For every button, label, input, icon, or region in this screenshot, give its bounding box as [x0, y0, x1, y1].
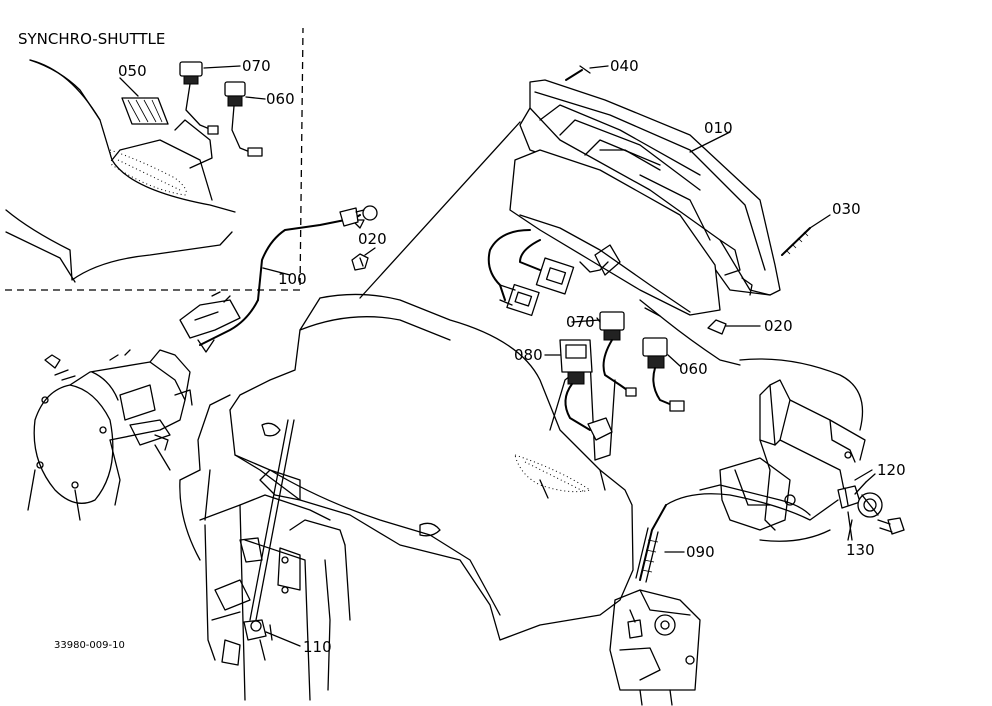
right-bracket [719, 358, 866, 531]
part-060-inset [224, 81, 263, 157]
part-060-switch [642, 337, 685, 412]
part-070-inset [179, 61, 219, 135]
leader-010 [689, 131, 731, 153]
part-040-screw [565, 65, 609, 81]
part-110-bolt [243, 419, 301, 647]
part-090-cable [635, 484, 839, 583]
callout-120: 120 [877, 461, 906, 479]
callout-020-top: 020 [358, 230, 387, 248]
callout-130: 130 [846, 541, 875, 559]
part-130-mount [847, 492, 905, 541]
motor-assembly [27, 291, 241, 521]
callout-020-right: 020 [764, 317, 793, 335]
callout-010: 010 [704, 119, 733, 137]
part-020-right-nut [707, 319, 761, 335]
leader-panel-to-cover [359, 121, 521, 299]
inset-title: SYNCHRO-SHUTTLE [18, 30, 165, 48]
dash-cover [179, 293, 634, 641]
part-080-switch [544, 339, 613, 441]
callout-080: 080 [514, 346, 543, 364]
part-020-top-nut [351, 247, 376, 271]
inset-panel: SYNCHRO-SHUTTLE [5, 27, 304, 291]
chassis-frame [199, 469, 351, 701]
leader-130 [847, 519, 853, 541]
callout-110: 110 [303, 638, 332, 656]
callout-060-inset: 060 [266, 90, 295, 108]
drawing-number: 33980-009-10 [54, 640, 125, 651]
gearbox-lower-right [609, 589, 701, 706]
callout-100: 100 [278, 270, 307, 288]
part-070-switch [596, 311, 637, 397]
part-050 [121, 97, 169, 125]
instrument-panel-010 [487, 79, 781, 366]
callout-060: 060 [679, 360, 708, 378]
leader-070 [571, 319, 601, 323]
leader-120 [854, 469, 873, 481]
callout-040: 040 [610, 57, 639, 75]
callout-070: 070 [566, 313, 595, 331]
callout-090: 090 [686, 543, 715, 561]
callout-050: 050 [118, 62, 147, 80]
part-100-cable [197, 205, 378, 353]
callout-030: 030 [832, 200, 861, 218]
part-030-screw [781, 214, 831, 256]
part-120-sensor [837, 473, 876, 509]
callout-070-inset: 070 [242, 57, 271, 75]
